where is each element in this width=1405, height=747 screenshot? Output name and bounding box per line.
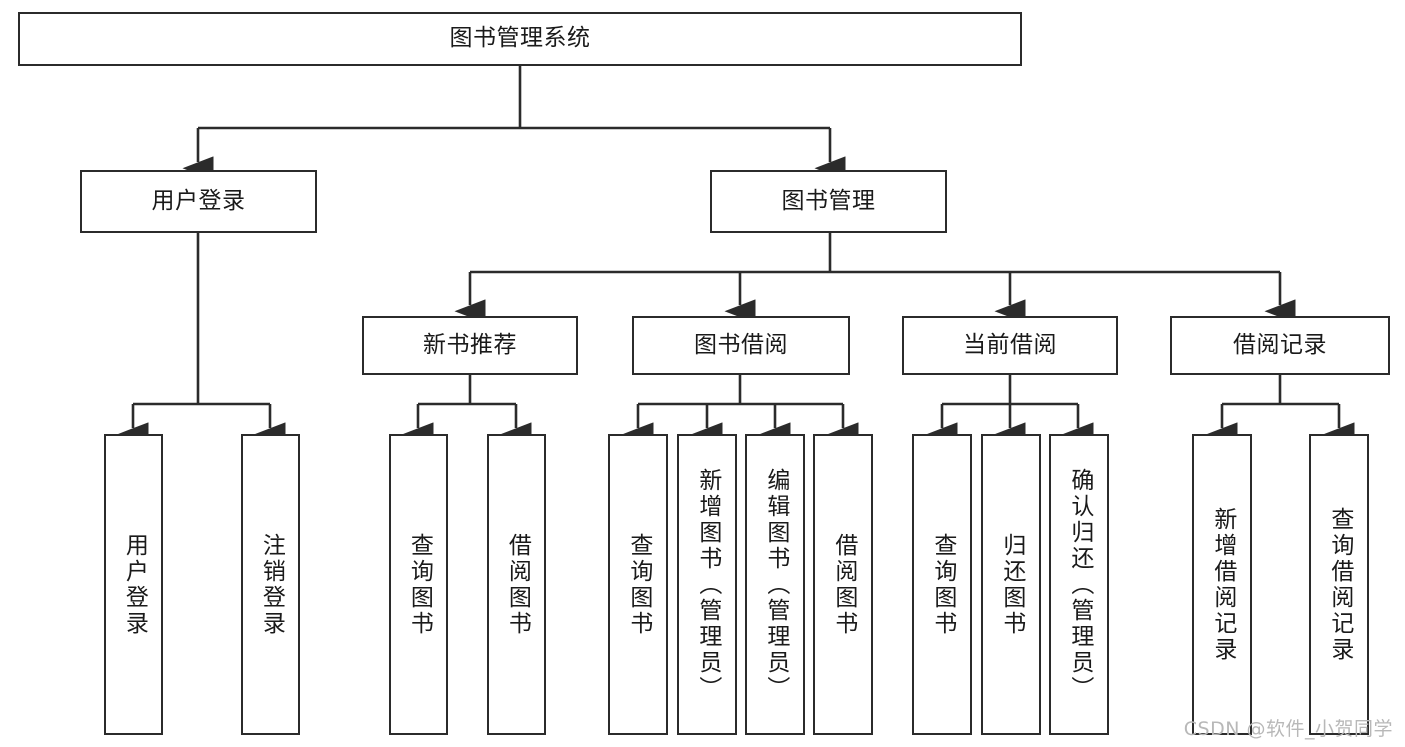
node-label: 新增借阅记录 xyxy=(1209,506,1236,663)
leaf-borrow-record-add[interactable]: 新增借阅记录 xyxy=(1192,434,1252,735)
node-label: 用户登录 xyxy=(121,532,148,637)
leaf-book-borrow-add[interactable]: 新增图书（管理员） xyxy=(677,434,737,735)
node-label: 归还图书 xyxy=(998,532,1025,637)
node-book-borrow[interactable]: 图书借阅 xyxy=(632,316,850,375)
node-current-borrow[interactable]: 当前借阅 xyxy=(902,316,1118,375)
node-label: 查询图书 xyxy=(406,532,433,637)
node-label: 新书推荐 xyxy=(423,331,517,358)
node-user-login[interactable]: 用户登录 xyxy=(80,170,317,233)
leaf-user-login-signout[interactable]: 注销登录 xyxy=(241,434,300,735)
leaf-current-borrow-query[interactable]: 查询图书 xyxy=(912,434,972,735)
node-label: 图书借阅 xyxy=(694,331,788,358)
leaf-borrow-record-query[interactable]: 查询借阅记录 xyxy=(1309,434,1369,735)
leaf-user-login-signin[interactable]: 用户登录 xyxy=(104,434,163,735)
node-label: 查询图书 xyxy=(625,532,652,637)
leaf-book-borrow-edit[interactable]: 编辑图书（管理员） xyxy=(745,434,805,735)
node-book-management[interactable]: 图书管理 xyxy=(710,170,947,233)
node-label: 用户登录 xyxy=(151,187,246,214)
node-label: 借阅图书 xyxy=(830,532,857,637)
node-label: 查询借阅记录 xyxy=(1326,506,1353,663)
node-label: 编辑图书（管理员） xyxy=(762,467,789,702)
node-label: 查询图书 xyxy=(929,532,956,637)
node-label: 借阅记录 xyxy=(1233,331,1327,358)
node-label: 注销登录 xyxy=(258,532,285,637)
leaf-book-borrow-borrow[interactable]: 借阅图书 xyxy=(813,434,873,735)
node-borrow-record[interactable]: 借阅记录 xyxy=(1170,316,1390,375)
leaf-new-book-borrow[interactable]: 借阅图书 xyxy=(487,434,546,735)
node-label: 借阅图书 xyxy=(504,532,531,637)
node-label: 图书管理系统 xyxy=(449,25,591,52)
node-root[interactable]: 图书管理系统 xyxy=(18,12,1022,66)
node-label: 图书管理 xyxy=(781,187,876,214)
node-label: 确认归还（管理员） xyxy=(1066,467,1093,702)
leaf-current-borrow-confirm-return[interactable]: 确认归还（管理员） xyxy=(1049,434,1109,735)
watermark: CSDN @软件_小贺同学 xyxy=(1183,718,1393,740)
leaf-book-borrow-query[interactable]: 查询图书 xyxy=(608,434,668,735)
node-label: 当前借阅 xyxy=(963,331,1057,358)
node-label: 新增图书（管理员） xyxy=(694,467,721,702)
leaf-current-borrow-return[interactable]: 归还图书 xyxy=(981,434,1041,735)
node-new-book-recommend[interactable]: 新书推荐 xyxy=(362,316,578,375)
leaf-new-book-query[interactable]: 查询图书 xyxy=(389,434,448,735)
